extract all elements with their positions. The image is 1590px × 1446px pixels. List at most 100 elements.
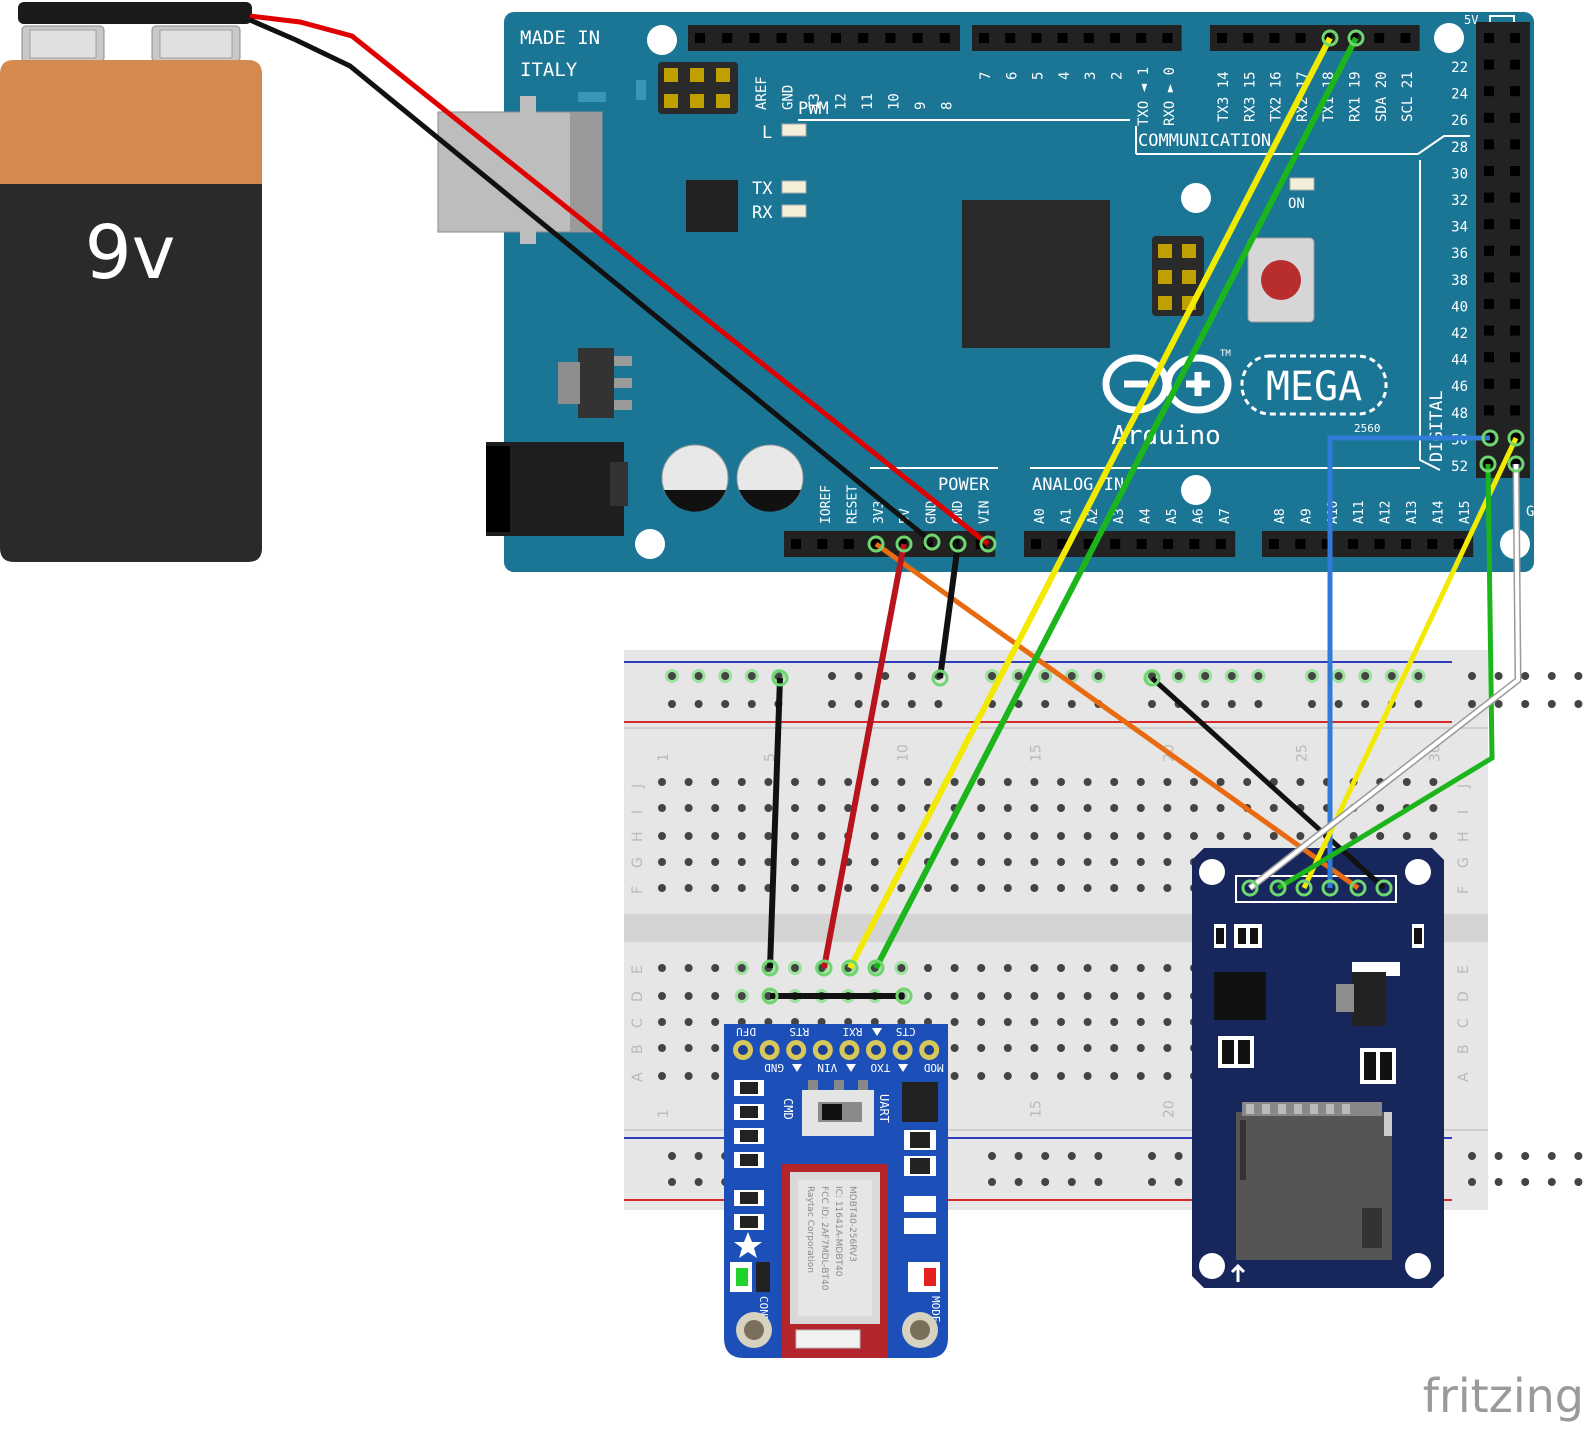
breadboard-hole[interactable] (1201, 700, 1210, 708)
breadboard-hole[interactable] (1067, 1152, 1076, 1160)
breadboard-hole[interactable] (1163, 1044, 1172, 1052)
breadboard-hole[interactable] (1030, 992, 1039, 1000)
breadboard-hole[interactable] (1041, 1178, 1050, 1186)
header-pin[interactable] (1295, 539, 1306, 549)
breadboard-hole[interactable] (737, 804, 746, 812)
breadboard-hole[interactable] (1067, 672, 1076, 680)
header-pin[interactable] (1484, 139, 1494, 150)
breadboard-hole[interactable] (881, 672, 890, 680)
breadboard-hole[interactable] (658, 1072, 666, 1080)
wire-endpoint[interactable] (1349, 879, 1367, 897)
breadboard-hole[interactable] (844, 804, 853, 812)
breadboard-hole[interactable] (907, 700, 916, 708)
breadboard-hole[interactable] (694, 1152, 703, 1160)
breadboard-hole[interactable] (1110, 858, 1119, 866)
breadboard-hole[interactable] (1067, 700, 1076, 708)
header-pin[interactable] (1510, 378, 1520, 389)
breadboard-hole[interactable] (694, 672, 703, 680)
breadboard-hole[interactable] (1030, 1072, 1039, 1080)
breadboard-hole[interactable] (924, 884, 932, 892)
header-pin[interactable] (1484, 325, 1494, 336)
breadboard-hole[interactable] (1163, 964, 1172, 972)
breadboard-hole[interactable] (668, 1178, 676, 1186)
breadboard-hole[interactable] (684, 992, 693, 1000)
breadboard-hole[interactable] (854, 672, 863, 680)
breadboard-hole[interactable] (1136, 858, 1145, 866)
wire-endpoint[interactable] (1321, 879, 1339, 897)
breadboard-hole[interactable] (1547, 700, 1556, 708)
breadboard-hole[interactable] (711, 1044, 720, 1052)
breadboard-hole[interactable] (658, 992, 666, 1000)
header-pin[interactable] (1400, 33, 1411, 43)
wire-endpoint[interactable] (979, 535, 997, 553)
breadboard-hole[interactable] (684, 804, 693, 812)
breadboard-hole[interactable] (1201, 672, 1210, 680)
breadboard-hole[interactable] (764, 832, 773, 840)
breadboard-hole[interactable] (684, 884, 693, 892)
breadboard-hole[interactable] (684, 858, 693, 866)
header-pin[interactable] (1510, 112, 1520, 123)
breadboard-hole[interactable] (1110, 804, 1119, 812)
breadboard-hole[interactable] (1468, 1152, 1476, 1160)
breadboard-hole[interactable] (1494, 1152, 1503, 1160)
reset-button[interactable] (1247, 237, 1315, 323)
header-pin[interactable] (949, 539, 960, 549)
breadboard-hole[interactable] (870, 804, 879, 812)
breadboard-hole[interactable] (950, 858, 959, 866)
breadboard-hole[interactable] (1574, 672, 1583, 680)
breadboard-hole[interactable] (1494, 672, 1503, 680)
breadboard-hole[interactable] (1030, 1018, 1039, 1026)
breadboard-hole[interactable] (1387, 672, 1396, 680)
breadboard-hole[interactable] (1429, 832, 1438, 840)
breadboard-hole[interactable] (1148, 1152, 1156, 1160)
wire-endpoint[interactable] (771, 669, 789, 687)
header-pin[interactable] (1510, 405, 1520, 416)
wire-endpoint[interactable] (867, 535, 885, 553)
breadboard-hole[interactable] (1083, 1072, 1092, 1080)
header-pin[interactable] (1510, 139, 1520, 150)
header-pin[interactable] (803, 33, 814, 43)
header-pin[interactable] (776, 33, 787, 43)
breadboard-hole[interactable] (668, 700, 676, 708)
breadboard-hole[interactable] (737, 858, 746, 866)
breadboard-hole[interactable] (1402, 778, 1411, 786)
header-pin[interactable] (1136, 539, 1147, 549)
breadboard-hole[interactable] (1083, 1018, 1092, 1026)
breadboard-hole[interactable] (1269, 804, 1278, 812)
breadboard-hole[interactable] (1110, 964, 1119, 972)
breadboard-hole[interactable] (1163, 992, 1172, 1000)
breadboard-hole[interactable] (1003, 1018, 1012, 1026)
breadboard-hole[interactable] (658, 858, 666, 866)
breadboard-hole[interactable] (1041, 700, 1050, 708)
breadboard-hole[interactable] (977, 884, 986, 892)
header-pin[interactable] (1110, 33, 1120, 43)
breadboard-hole[interactable] (1136, 1018, 1145, 1026)
breadboard-hole[interactable] (844, 884, 853, 892)
breadboard-hole[interactable] (1334, 700, 1343, 708)
breadboard-hole[interactable] (950, 778, 959, 786)
breadboard-hole[interactable] (1057, 964, 1065, 972)
breadboard-hole[interactable] (950, 1018, 959, 1026)
breadboard-hole[interactable] (977, 1044, 986, 1052)
header-pin[interactable] (1031, 539, 1041, 549)
breadboard-hole[interactable] (1361, 672, 1370, 680)
breadboard-hole[interactable] (977, 832, 986, 840)
breadboard-hole[interactable] (988, 1178, 996, 1186)
header-pin[interactable] (1510, 272, 1520, 283)
header-pin[interactable] (1374, 539, 1385, 549)
breadboard-hole[interactable] (1547, 1178, 1556, 1186)
breadboard-hole[interactable] (897, 964, 906, 972)
breadboard-hole[interactable] (828, 672, 836, 680)
breadboard-hole[interactable] (1003, 1044, 1012, 1052)
breadboard-hole[interactable] (934, 700, 943, 708)
breadboard-hole[interactable] (711, 858, 720, 866)
header-pin[interactable] (870, 539, 881, 549)
header-pin[interactable] (1510, 299, 1520, 309)
breadboard-hole[interactable] (1003, 804, 1012, 812)
breadboard-hole[interactable] (1521, 1152, 1530, 1160)
breadboard-hole[interactable] (1136, 1072, 1145, 1080)
breadboard-hole[interactable] (897, 804, 906, 812)
breadboard-hole[interactable] (737, 992, 746, 1000)
breadboard-hole[interactable] (1216, 804, 1225, 812)
breadboard-hole[interactable] (1003, 884, 1012, 892)
